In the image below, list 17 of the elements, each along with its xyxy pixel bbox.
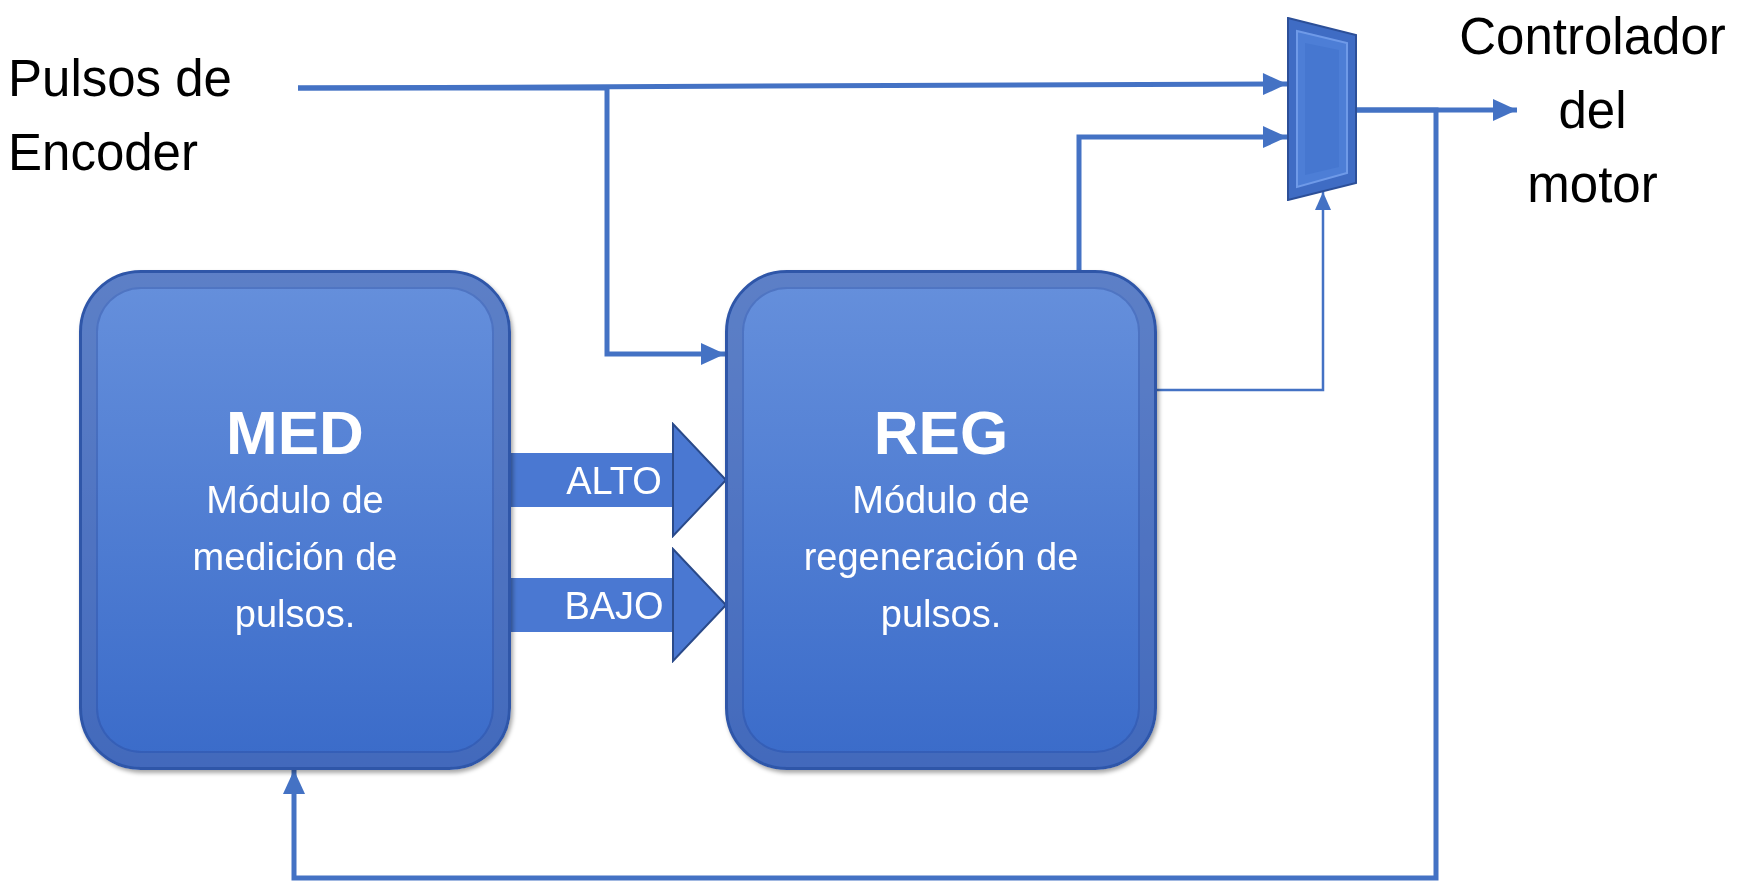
module-title: MED — [226, 397, 364, 468]
signal-label: Controlador del motor — [1458, 7, 1727, 215]
block-arrow — [511, 423, 727, 537]
arrow — [298, 85, 725, 365]
arrow — [298, 73, 1287, 96]
module-box — [79, 270, 511, 770]
arrow — [283, 107, 1439, 881]
module-description: Módulo de regeneración de pulsos. — [802, 477, 1080, 637]
signal-label: Pulsos de Encoder — [8, 49, 233, 183]
arrow — [1076, 126, 1287, 270]
arrow — [1157, 192, 1331, 392]
module-title: REG — [873, 397, 1009, 468]
edge-label: BAJO — [564, 584, 664, 628]
edge-label: ALTO — [566, 459, 662, 503]
module-description: Módulo de medición de pulsos. — [191, 477, 399, 637]
module-box — [725, 270, 1157, 770]
block-arrow — [511, 548, 727, 662]
